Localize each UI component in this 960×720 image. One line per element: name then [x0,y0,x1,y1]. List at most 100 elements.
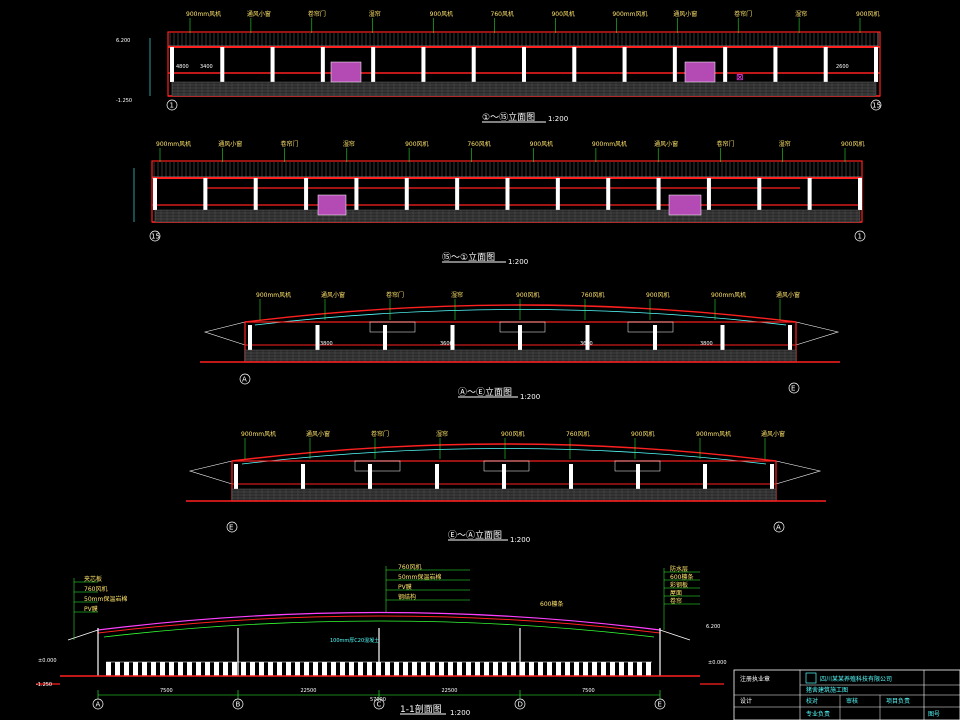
callout-label: 湿帘 [436,430,448,438]
pen-post [403,662,408,676]
elevation-scale: 1:200 [520,393,540,401]
roof-inner-arc [254,309,787,326]
column [823,47,828,82]
pen-post [340,662,345,676]
callouts: 夹芯板760风机50mm保温岩棉PV膜760风机50mm保温岩棉PV膜钢结构60… [73,563,700,640]
roller-door-right [668,194,702,216]
roof-arc [97,615,661,634]
column [253,178,258,210]
callout-label: 900mm风机 [592,140,627,148]
callout-label: 通风小窗 [247,10,271,18]
callout-label: 卷帘门 [308,10,326,18]
dim-text: 22500 [442,688,458,694]
axis-right-label: 15 [872,102,881,110]
callout-label: 50mm保温岩棉 [398,573,441,581]
pen-post [367,662,372,676]
elevation-title: ①～⑮立面图 [482,111,535,123]
column [555,178,560,210]
pen-post [502,662,507,676]
callout-label: 彩钢板 [670,581,688,589]
callout-label: 卷帘门 [734,10,752,18]
axis-bubble-left [166,99,178,111]
column [234,464,238,489]
pen-post [574,662,579,676]
pen-post [205,662,210,676]
dim-text: 3800 [700,341,713,347]
pen-post [493,662,498,676]
column [720,325,725,350]
column [304,178,309,210]
callout-label: 通风小窗 [761,430,785,438]
column [153,178,157,210]
dim-total: 57000 [370,697,386,703]
column [270,47,275,82]
tb-cell: 审核 [846,697,858,705]
column [636,464,640,489]
axis-label: A [96,701,101,709]
pen-post [349,662,354,676]
pen-post [313,662,318,676]
pen-post [250,662,255,676]
axis-right-label: E [791,385,795,393]
level-bottom: -1.250 [116,98,132,104]
columns [248,325,792,350]
pen-post [547,662,552,676]
callout-label: 湿帘 [795,10,807,18]
vent-window-left [369,321,416,333]
eave-left [188,460,233,485]
axis-bubble-right [773,521,785,533]
tb-cell: 校对 [806,697,818,705]
axis-label: D [518,701,523,709]
dim-text: 22500 [301,688,317,694]
pen-post [286,662,291,676]
column [672,47,677,82]
roof-arc [231,443,777,462]
column [435,464,439,489]
pen-post [511,662,516,676]
callout-label: 湿帘 [343,140,355,148]
callout-label: 通风小窗 [776,291,800,299]
column [807,178,812,210]
floor-note: 100mm厚C20混凝土 [330,637,379,644]
column [703,464,707,489]
pen-post [268,662,273,676]
column [757,178,762,210]
callout-label: 900风机 [631,430,654,438]
column [354,178,359,210]
eave-left [67,629,99,641]
pen-post [457,662,462,676]
axis-bubble-right [788,382,800,394]
tb-stamp-header: 注册执业章 [740,675,770,683]
callout-label: 卷帘 [670,597,682,605]
axis-bubble [654,698,666,710]
pen-post [133,662,138,676]
pen-post [196,662,201,676]
column [706,178,711,210]
pen-post [583,662,588,676]
column [248,325,252,350]
column [518,325,522,350]
pen-post [106,662,111,676]
callout-label: 900风机 [646,291,669,299]
axis-bubble-left [149,230,161,242]
callout-label: 湿帘 [779,140,791,148]
roof-hatch [169,33,879,46]
eave-right [775,460,822,485]
eave-left [203,321,246,346]
level-top: 6.200 [116,38,130,44]
pen-post [439,662,444,676]
callout-label: PV膜 [398,583,412,591]
level-top: 6.200 [706,624,720,630]
pen-partitions [106,661,652,676]
axis-bubble-right [854,230,866,242]
pen-post [169,662,174,676]
pen-post [565,662,570,676]
axis-bubble [232,698,244,710]
callout-label: 760风机 [566,430,589,438]
axis-label: B [236,701,241,709]
column [874,47,878,82]
section-title: 1-1剖面图 [400,703,442,715]
column [450,325,455,350]
